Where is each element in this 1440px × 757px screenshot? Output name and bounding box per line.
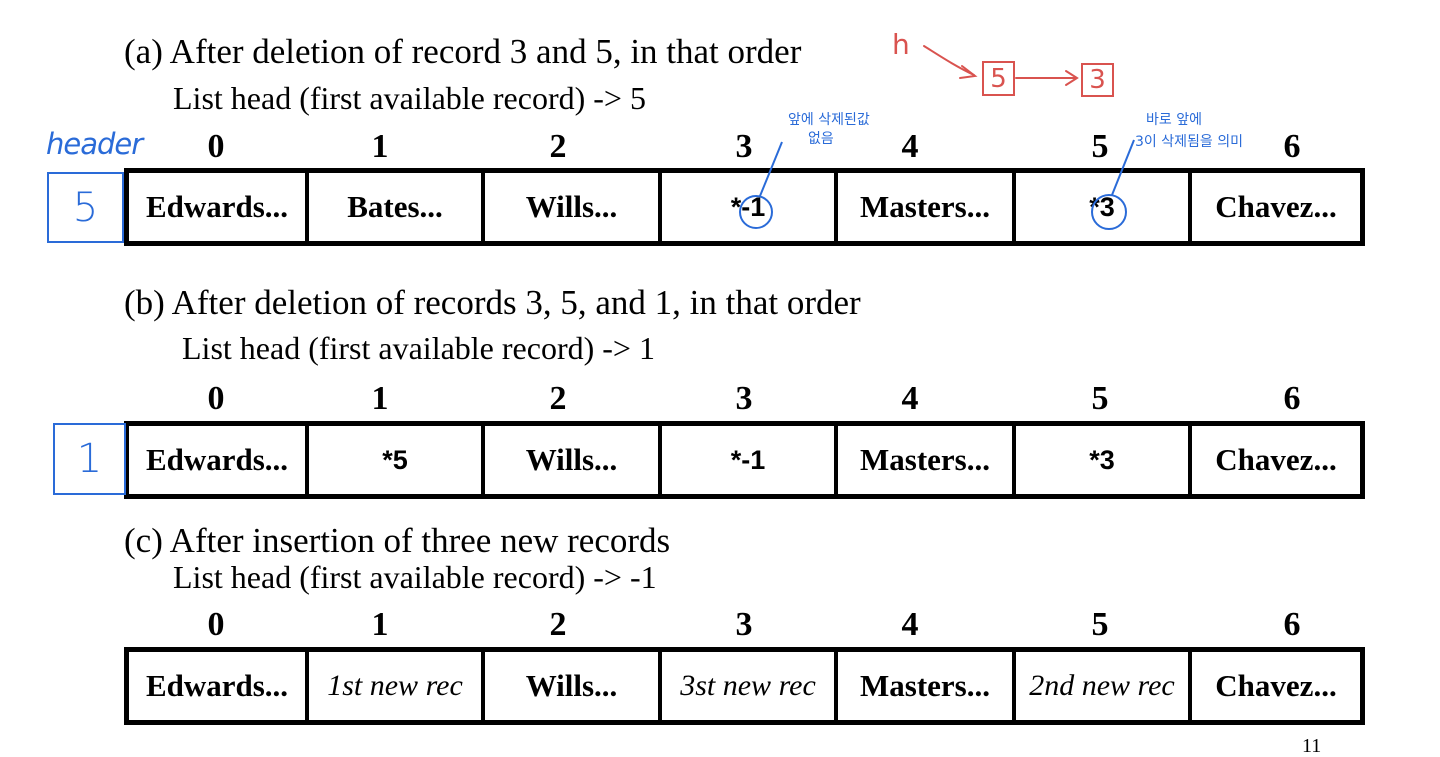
section-c-cell-0: Edwards... — [129, 652, 309, 720]
section-c-list-head: List head (first available record) -> -1 — [173, 559, 657, 595]
red-annotation-marks — [923, 45, 1079, 86]
section-b-cell-1: *5 — [309, 426, 485, 494]
section-a-index-4: 4 — [901, 128, 919, 165]
section-a-index-1: 1 — [371, 128, 389, 165]
section-b-index-2: 2 — [549, 380, 567, 417]
section-c-cell-2: Wills... — [485, 652, 662, 720]
section-c-index-1: 1 — [371, 606, 389, 643]
section-b-list-head: List head (first available record) -> 1 — [182, 330, 655, 366]
section-c-index-6: 6 — [1283, 606, 1301, 643]
section-b-cell-6: Chavez... — [1215, 442, 1337, 477]
section-b-index-3: 3 — [735, 380, 753, 417]
section-b-cell-4: Masters... — [838, 426, 1016, 494]
chain-box-first: 5 — [982, 61, 1015, 96]
section-a-cell-4: Masters... — [838, 173, 1016, 241]
section-c-cell-4: Masters... — [838, 652, 1016, 720]
section-a-index-3: 3 — [735, 128, 753, 165]
note-cell5-line2: 3이 삭제됨을 의미 — [1135, 134, 1243, 150]
section-b-index-0: 0 — [207, 380, 225, 417]
section-a-cell-0: Edwards... — [129, 173, 309, 241]
section-b-index-4: 4 — [901, 380, 919, 417]
leader-line-cell5 — [1111, 139, 1135, 196]
section-a-cell-6: Chavez... — [1215, 189, 1337, 224]
section-b-index-1: 1 — [371, 380, 389, 417]
section-c-cell-6: Chavez... — [1215, 668, 1337, 703]
section-b-index-5: 5 — [1091, 380, 1109, 417]
section-b-index-6: 6 — [1283, 380, 1301, 417]
header-box-b: 1 — [53, 423, 126, 495]
section-b-record-row: Edwards... *5 Wills... *-1 Masters... *3… — [124, 421, 1365, 499]
header-label: header — [46, 127, 143, 161]
section-a-index-6: 6 — [1283, 128, 1301, 165]
section-c-cell-1: 1st new rec — [309, 652, 485, 720]
section-c-record-row: Edwards... 1st new rec Wills... 3st new … — [124, 647, 1365, 725]
section-c-cell-5: 2nd new rec — [1016, 652, 1192, 720]
leader-line-cell3 — [759, 141, 783, 197]
section-a-index-5: 5 — [1091, 128, 1109, 165]
section-a-index-2: 2 — [549, 128, 567, 165]
chain-box-second: 3 — [1081, 63, 1114, 97]
section-c-index-5: 5 — [1091, 606, 1109, 643]
note-cell3-line2: 없음 — [808, 131, 834, 147]
page-number: 11 — [1302, 735, 1322, 757]
header-box-a: 5 — [47, 172, 124, 243]
section-c-index-4: 4 — [901, 606, 919, 643]
section-c-index-0: 0 — [207, 606, 225, 643]
section-a-index-0: 0 — [207, 128, 225, 165]
section-c-title: (c) After insertion of three new records — [124, 521, 671, 560]
section-a-record-row: Edwards... Bates... Wills... *-1 Masters… — [124, 168, 1365, 246]
section-c-cell-3: 3st new rec — [662, 652, 838, 720]
section-a-cell-2: Wills... — [485, 173, 662, 241]
note-cell5-line1: 바로 앞에 — [1146, 112, 1202, 128]
circle-mark-cell5 — [1091, 194, 1127, 230]
arrowhead-icon — [959, 65, 978, 79]
arrowhead-icon — [1065, 70, 1079, 86]
circle-mark-cell3 — [739, 195, 773, 229]
section-b-title: (b) After deletion of records 3, 5, and … — [124, 283, 861, 322]
section-b-cell-0: Edwards... — [129, 426, 309, 494]
section-a-title: (a) After deletion of record 3 and 5, in… — [124, 32, 802, 71]
blue-annotation-marks — [739, 139, 1135, 230]
section-c-index-3: 3 — [735, 606, 753, 643]
section-a-cell-1: Bates... — [309, 173, 485, 241]
section-b-cell-2: Wills... — [485, 426, 662, 494]
note-cell3-line1: 앞에 삭제된값 — [788, 112, 870, 128]
section-b-cell-5: *3 — [1016, 426, 1192, 494]
section-c-index-2: 2 — [549, 606, 567, 643]
section-b-cell-3: *-1 — [662, 426, 838, 494]
section-a-list-head: List head (first available record) -> 5 — [173, 80, 646, 116]
h-label: h — [892, 28, 910, 61]
